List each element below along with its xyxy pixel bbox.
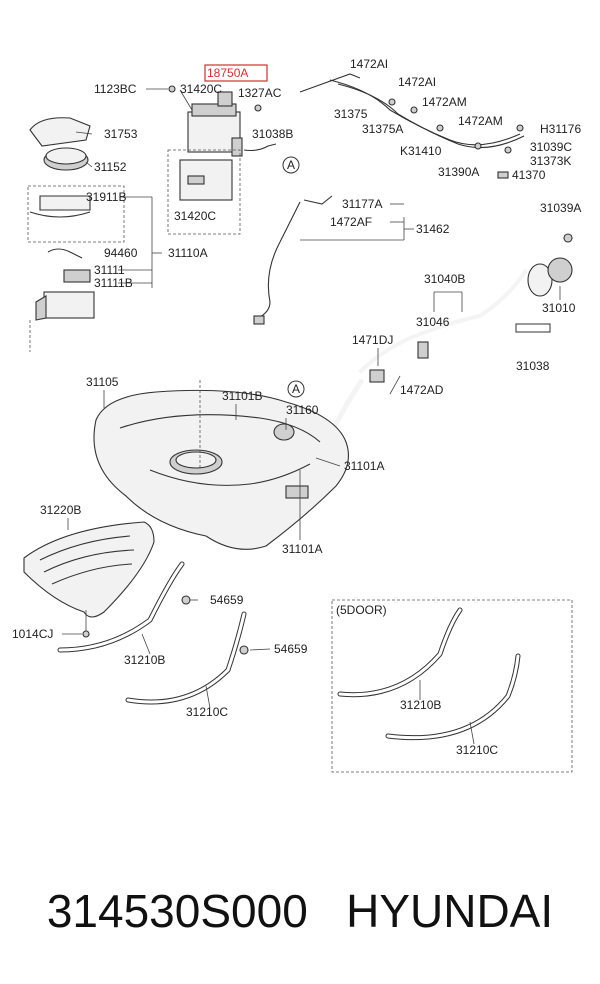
5door-variant-box — [331, 599, 573, 773]
label-31210C-5door: 31210C — [456, 743, 498, 757]
label-31152: 31152 — [94, 160, 127, 174]
label-31046: 31046 — [416, 315, 450, 329]
label-1472AI-1: 1472AI — [350, 57, 388, 71]
label-94460: 94460 — [104, 246, 138, 260]
label-31373K: 31373K — [530, 154, 571, 168]
fuel-tank — [93, 380, 349, 550]
part-caption: 314530S000 HYUNDAI — [0, 884, 600, 938]
label-31039C: 31039C — [530, 140, 572, 154]
long-vent-hose — [253, 195, 333, 325]
label-54659-upper: 54659 — [210, 593, 244, 607]
label-1472AD: 1472AD — [400, 383, 444, 397]
label-31753: 31753 — [104, 127, 138, 141]
highlight-box — [204, 64, 268, 82]
label-31038B: 31038B — [252, 127, 293, 141]
callout-a-tank: A — [292, 382, 300, 396]
filler-neck-assembly — [325, 233, 573, 442]
label-31210B-left: 31210B — [124, 653, 165, 667]
callout-circle-a-top — [282, 156, 300, 174]
tank-straps-left — [57, 561, 249, 705]
label-1471DJ: 1471DJ — [352, 333, 393, 347]
leader-lines — [62, 88, 561, 745]
label-1327AC: 1327AC — [238, 86, 282, 100]
label-31160: 31160 — [286, 403, 319, 417]
label-31375: 31375 — [334, 107, 368, 121]
label-31101B: 31101B — [222, 389, 262, 403]
label-31220B: 31220B — [40, 503, 81, 517]
label-1472AI-2: 1472AI — [398, 75, 436, 89]
vent-hose-assembly — [299, 73, 525, 179]
label-31105: 31105 — [86, 375, 119, 389]
label-31462: 31462 — [416, 222, 450, 236]
label-18750A: 18750A — [207, 66, 248, 80]
label-31911B: 31911B — [86, 190, 126, 204]
label-31177A: 31177A — [342, 197, 382, 211]
fuel-pump-module — [27, 117, 125, 352]
caption-brand: HYUNDAI — [346, 885, 554, 937]
callout-a-top: A — [287, 158, 295, 172]
label-1472AM-1: 1472AM — [422, 95, 467, 109]
label-1123BC: 1123BC — [94, 82, 137, 96]
caption-part-number: 314530S000 — [46, 885, 308, 937]
label-41370: 41370 — [512, 168, 546, 182]
label-31420C-bottom: 31420C — [174, 209, 216, 223]
label-31038: 31038 — [516, 359, 550, 373]
label-31375A: 31375A — [362, 122, 403, 136]
label-31111: 31111 — [94, 263, 125, 277]
label-31420C-top: 31420C — [180, 82, 222, 96]
label-1472AM-2: 1472AM — [458, 114, 503, 128]
label-31111B: 31111B — [94, 276, 133, 290]
label-31010: 31010 — [542, 301, 576, 315]
label-5door: (5DOOR) — [336, 603, 387, 617]
label-H31176: H31176 — [540, 122, 581, 136]
label-31210C-left: 31210C — [186, 705, 228, 719]
label-31039A: 31039A — [540, 201, 581, 215]
label-K31410: K31410 — [400, 144, 442, 158]
label-54659-lower: 54659 — [274, 642, 308, 656]
canister-assembly — [167, 85, 277, 235]
heat-shield — [23, 521, 155, 636]
label-31110A: 31110A — [168, 246, 208, 260]
label-31101A-bottom: 31101A — [282, 542, 322, 556]
label-31390A: 31390A — [438, 165, 479, 179]
label-31210B-5door: 31210B — [400, 698, 441, 712]
label-1472AF: 1472AF — [330, 215, 372, 229]
label-31040B: 31040B — [424, 272, 465, 286]
callout-circle-a-tank — [287, 380, 305, 398]
label-31101A-right: 31101A — [344, 459, 384, 473]
label-1014CJ: 1014CJ — [12, 627, 53, 641]
